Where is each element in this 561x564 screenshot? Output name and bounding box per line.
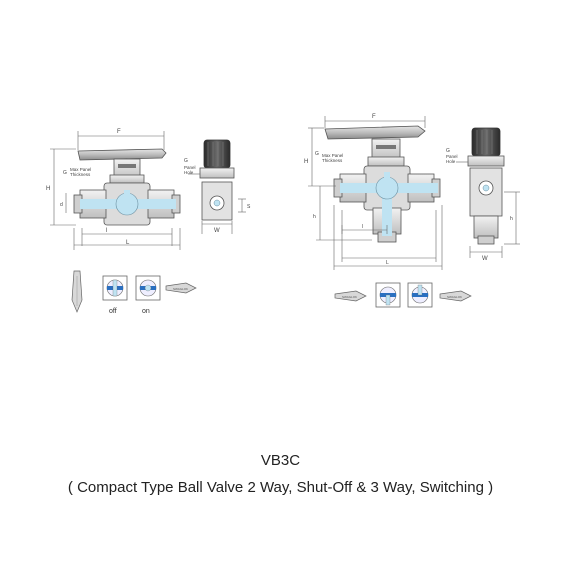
three-way-dim-W: W [482, 256, 488, 262]
two-way-dim-d: d [60, 202, 63, 208]
svg-text:SWAGLOK: SWAGLOK [173, 287, 188, 291]
two-way-dim-L: L [126, 240, 130, 246]
three-way-dim-h: h [313, 214, 316, 220]
two-way-panel-note-2: Thickness [70, 172, 91, 177]
three-way-panel-note-2: Thickness [322, 158, 343, 163]
off-label: off [109, 308, 117, 315]
three-way-position-icons: SWAGLOK SWAGLOK [334, 282, 472, 308]
three-way-dim-l: l [362, 224, 363, 230]
three-way-dimensions [308, 116, 443, 270]
three-way-handle-sketch-left [334, 290, 367, 302]
three-way-handle-sketch-right [439, 290, 472, 302]
description-caption: ( Compact Type Ball Valve 2 Way, Shut-Of… [67, 479, 494, 496]
svg-text:SWAGLOK: SWAGLOK [447, 295, 462, 299]
three-way-dim-G: G [315, 151, 319, 157]
svg-text:SWAGLOK: SWAGLOK [342, 295, 357, 299]
two-way-side-dimensions [188, 173, 246, 234]
two-way-dim-G: G [63, 170, 67, 176]
two-way-position-icons: SWAGLOK off on [71, 270, 197, 315]
two-way-panel-hole-2: Hole [184, 170, 194, 175]
three-way-dim-H: H [304, 159, 308, 165]
two-way-panel-hole-1: Panel [184, 165, 196, 170]
on-label: on [142, 308, 150, 315]
two-way-dim-S: S [247, 204, 251, 210]
two-way-handle [77, 148, 167, 161]
three-way-dim-side-h: h [510, 216, 513, 222]
three-way-front-view: F H G h l L Max Panel Thickness [304, 114, 443, 270]
two-way-dim-H: H [46, 186, 50, 192]
three-way-side-knob [471, 127, 501, 157]
three-way-dim-L: L [386, 260, 389, 266]
three-way-dim-F: F [372, 114, 376, 120]
two-way-horizontal-handle-sketch [165, 282, 197, 294]
two-way-dim-F: F [117, 129, 121, 135]
three-way-side-view: W h G Panel Hole [446, 127, 520, 262]
two-way-dimensions [50, 131, 181, 250]
two-way-dim-W: W [214, 228, 220, 234]
three-way-side-dimensions [456, 161, 520, 258]
two-way-dim-l: l [106, 228, 107, 234]
two-way-side-view: W S G Panel Hole [184, 139, 251, 234]
three-way-panel-hole-2: Hole [446, 159, 456, 164]
two-way-side-G: G [184, 158, 188, 164]
three-way-panel-hole-1: Panel [446, 154, 458, 159]
model-caption: VB3C [260, 452, 301, 469]
three-way-handle [324, 125, 426, 140]
three-way-panel-note-1: Max Panel [322, 153, 343, 158]
three-way-side-G: G [446, 148, 450, 154]
two-way-panel-note-1: Max Panel [70, 167, 91, 172]
two-way-front-view: F H G d l L Max Panel Thickness [46, 129, 181, 250]
